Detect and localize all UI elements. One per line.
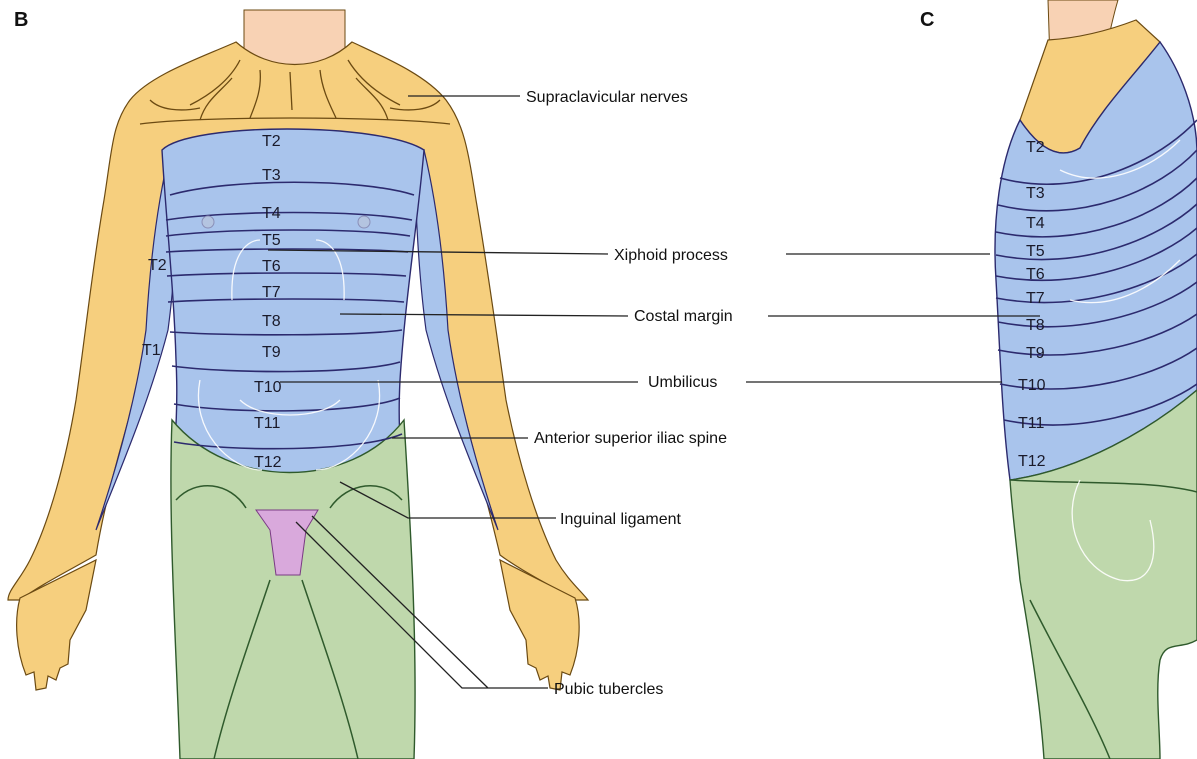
front-seg-label: T6	[262, 258, 281, 275]
panel-letter-b: B	[14, 9, 28, 31]
front-seg-label: T12	[254, 454, 282, 471]
label-inguinal-ligament: Inguinal ligament	[560, 511, 682, 528]
front-view: T2 T3 T4 T5 T6 T7 T8 T9 T10 T11 T12 T2 T…	[8, 10, 588, 759]
side-seg-label: T3	[1026, 185, 1045, 202]
label-umbilicus: Umbilicus	[648, 374, 717, 391]
front-arm-seg-label: T2	[148, 257, 167, 274]
side-seg-label: T8	[1026, 317, 1045, 334]
front-arm-seg-label: T1	[142, 342, 161, 359]
front-right-nipple	[358, 216, 370, 228]
front-seg-label: T11	[254, 415, 280, 432]
front-seg-label: T10	[254, 379, 282, 396]
label-supraclavicular-nerves: Supraclavicular nerves	[526, 89, 688, 106]
label-pubic-tubercles: Pubic tubercles	[554, 681, 663, 698]
side-seg-label: T7	[1026, 290, 1045, 307]
side-seg-label: T2	[1026, 139, 1045, 156]
side-seg-label: T11	[1018, 415, 1044, 432]
front-seg-label: T8	[262, 313, 281, 330]
front-left-nipple	[202, 216, 214, 228]
front-seg-label: T9	[262, 344, 281, 361]
label-xiphoid-process: Xiphoid process	[614, 247, 728, 264]
front-seg-label: T3	[262, 167, 281, 184]
side-seg-label: T10	[1018, 377, 1046, 394]
front-seg-label: T7	[262, 284, 281, 301]
side-seg-label: T9	[1026, 345, 1045, 362]
label-anterior-superior-iliac-spine: Anterior superior iliac spine	[534, 430, 727, 447]
label-costal-margin: Costal margin	[634, 308, 733, 325]
side-view: T2 T3 T4 T5 T6 T7 T8 T9 T10 T11 T12	[995, 0, 1197, 759]
front-seg-label: T5	[262, 232, 281, 249]
front-seg-label: T4	[262, 205, 281, 222]
side-seg-label: T5	[1026, 243, 1045, 260]
front-seg-label: T2	[262, 133, 281, 150]
side-seg-label: T4	[1026, 215, 1045, 232]
side-seg-label: T12	[1018, 453, 1046, 470]
panel-letter-c: C	[920, 9, 934, 31]
side-seg-label: T6	[1026, 266, 1045, 283]
